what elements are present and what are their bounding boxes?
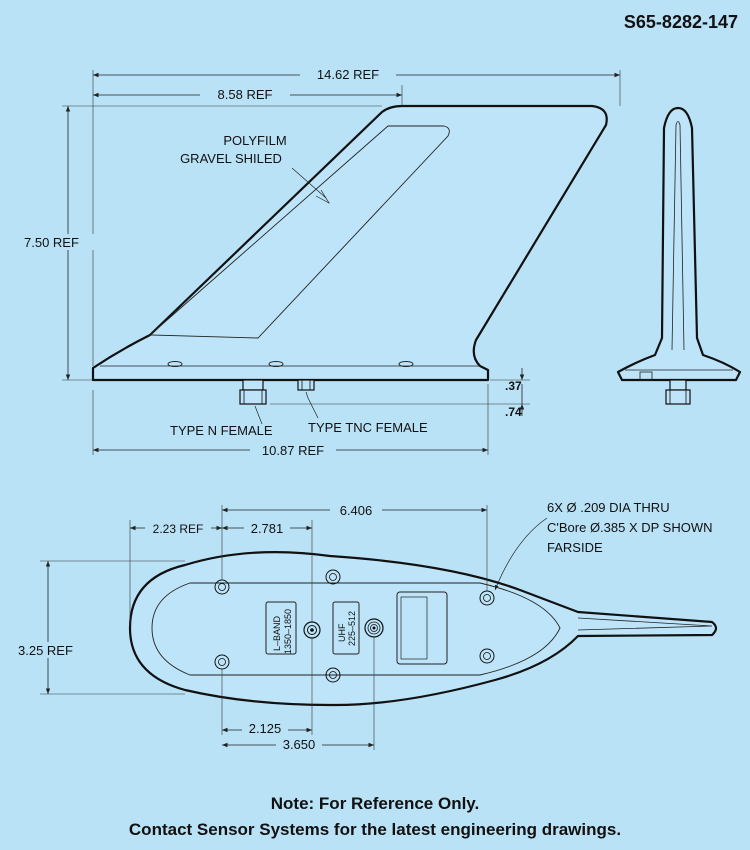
dim-223-ref: 2.23 REF bbox=[153, 522, 204, 536]
polyfilm-label-line2: GRAVEL SHILED bbox=[180, 151, 282, 166]
end-view-connector bbox=[665, 379, 691, 405]
hole-note-line1: 6X Ø .209 DIA THRU bbox=[547, 500, 670, 515]
reference-note: Note: For Reference Only. bbox=[270, 794, 480, 813]
lband-label-box bbox=[265, 601, 297, 655]
dim-overall-length: 14.62 REF bbox=[317, 67, 379, 82]
hole-note-line3: FARSIDE bbox=[547, 540, 603, 555]
fin-outline bbox=[91, 104, 608, 382]
uhf-label-line2: 225–512 bbox=[347, 611, 357, 646]
uhf-label-box bbox=[332, 601, 360, 655]
dim-6406: 6.406 bbox=[340, 503, 373, 518]
type-n-connector bbox=[239, 379, 267, 405]
type-tnc-connector bbox=[297, 379, 315, 391]
dim-height: 7.50 REF bbox=[24, 235, 79, 250]
bottom-view: L–BAND 1350–1850 UHF 225–512 bbox=[12, 500, 718, 752]
dim-width: 3.25 REF bbox=[18, 643, 73, 658]
dim-2125: 2.125 bbox=[249, 721, 282, 736]
dim-thickness-b: .74 bbox=[505, 405, 522, 419]
uhf-label-line1: UHF bbox=[337, 623, 347, 642]
dim-upper-length: 8.58 REF bbox=[218, 87, 273, 102]
type-n-label: TYPE N FEMALE bbox=[170, 423, 273, 438]
contact-note: Contact Sensor Systems for the latest en… bbox=[128, 820, 622, 839]
side-view: 14.62 REF 8.58 REF 7.50 REF 10.87 REF .3… bbox=[20, 66, 621, 458]
part-number: S65-8282-147 bbox=[624, 12, 738, 32]
base-plate-outline bbox=[128, 551, 718, 707]
type-tnc-label: TYPE TNC FEMALE bbox=[308, 420, 428, 435]
end-view-outline bbox=[616, 106, 742, 382]
lband-label-line1: L–BAND bbox=[272, 615, 282, 651]
uhf-connector bbox=[364, 618, 384, 638]
dim-2781: 2.781 bbox=[251, 521, 284, 536]
polyfilm-label-line1: POLYFILM bbox=[223, 133, 286, 148]
access-panel bbox=[396, 591, 448, 665]
polyfilm-panel bbox=[148, 125, 450, 339]
hole-note-line2: C'Bore Ø.385 X DP SHOWN bbox=[547, 520, 713, 535]
dim-thickness-a: .37 bbox=[505, 379, 522, 393]
lband-label-line2: 1350–1850 bbox=[283, 609, 293, 654]
base-plate-recess bbox=[151, 582, 561, 676]
dim-base-length: 10.87 REF bbox=[262, 443, 324, 458]
end-view bbox=[616, 106, 742, 405]
dim-3650: 3.650 bbox=[283, 737, 316, 752]
